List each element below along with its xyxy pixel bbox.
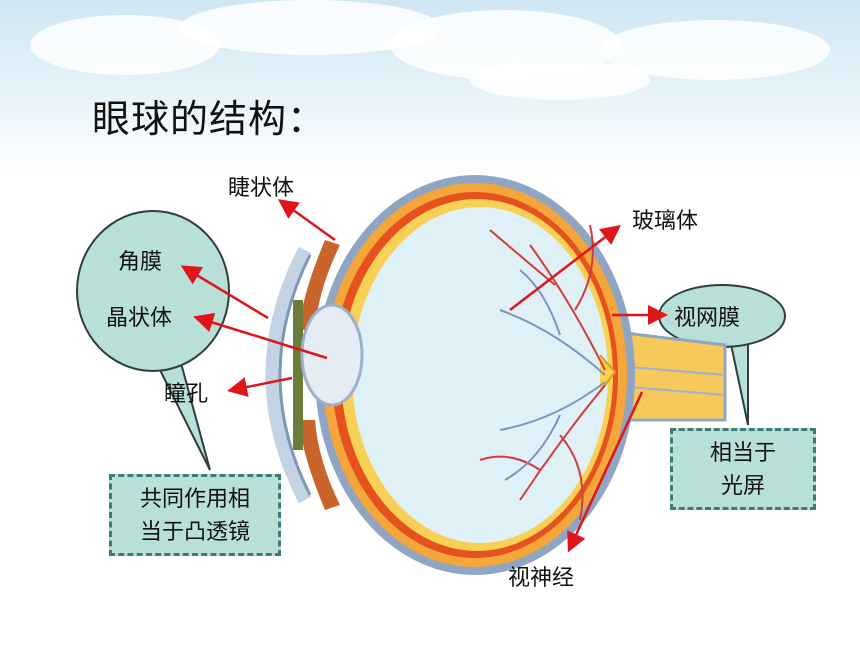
- screen-note-line1: 相当于: [709, 441, 776, 466]
- label-vitreous: 玻璃体: [632, 209, 699, 234]
- label-cornea: 角膜: [118, 250, 163, 275]
- label-retina: 视网膜: [674, 306, 741, 331]
- arrow-cornea: [180, 265, 269, 320]
- arrow-vitreous: [509, 224, 621, 311]
- convex-lens-note: 共同作用相 当于凸透镜: [109, 474, 281, 556]
- label-ciliary-body: 睫状体: [228, 176, 295, 201]
- convex-lens-note-line2: 当于凸透镜: [139, 520, 250, 545]
- cloud: [470, 60, 650, 100]
- arrow-ciliary: [277, 199, 336, 242]
- screen-note: 相当于 光屏: [670, 428, 816, 510]
- label-pupil: 瞳孔: [164, 382, 209, 407]
- cornea-shape: [265, 246, 312, 504]
- lens-shape: [300, 303, 364, 407]
- arrow-pupil: [227, 376, 293, 397]
- sky-background: [0, 0, 860, 180]
- arrow-lens: [193, 312, 328, 360]
- label-optic-nerve: 视神经: [508, 566, 575, 591]
- label-lens: 晶状体: [106, 306, 173, 331]
- slide-title: 眼球的结构：: [92, 97, 327, 141]
- vitreous-body: [352, 207, 608, 543]
- screen-note-line2: 光屏: [720, 474, 765, 499]
- arrow-optic-nerve: [567, 391, 644, 553]
- convex-lens-note-line1: 共同作用相: [139, 487, 250, 512]
